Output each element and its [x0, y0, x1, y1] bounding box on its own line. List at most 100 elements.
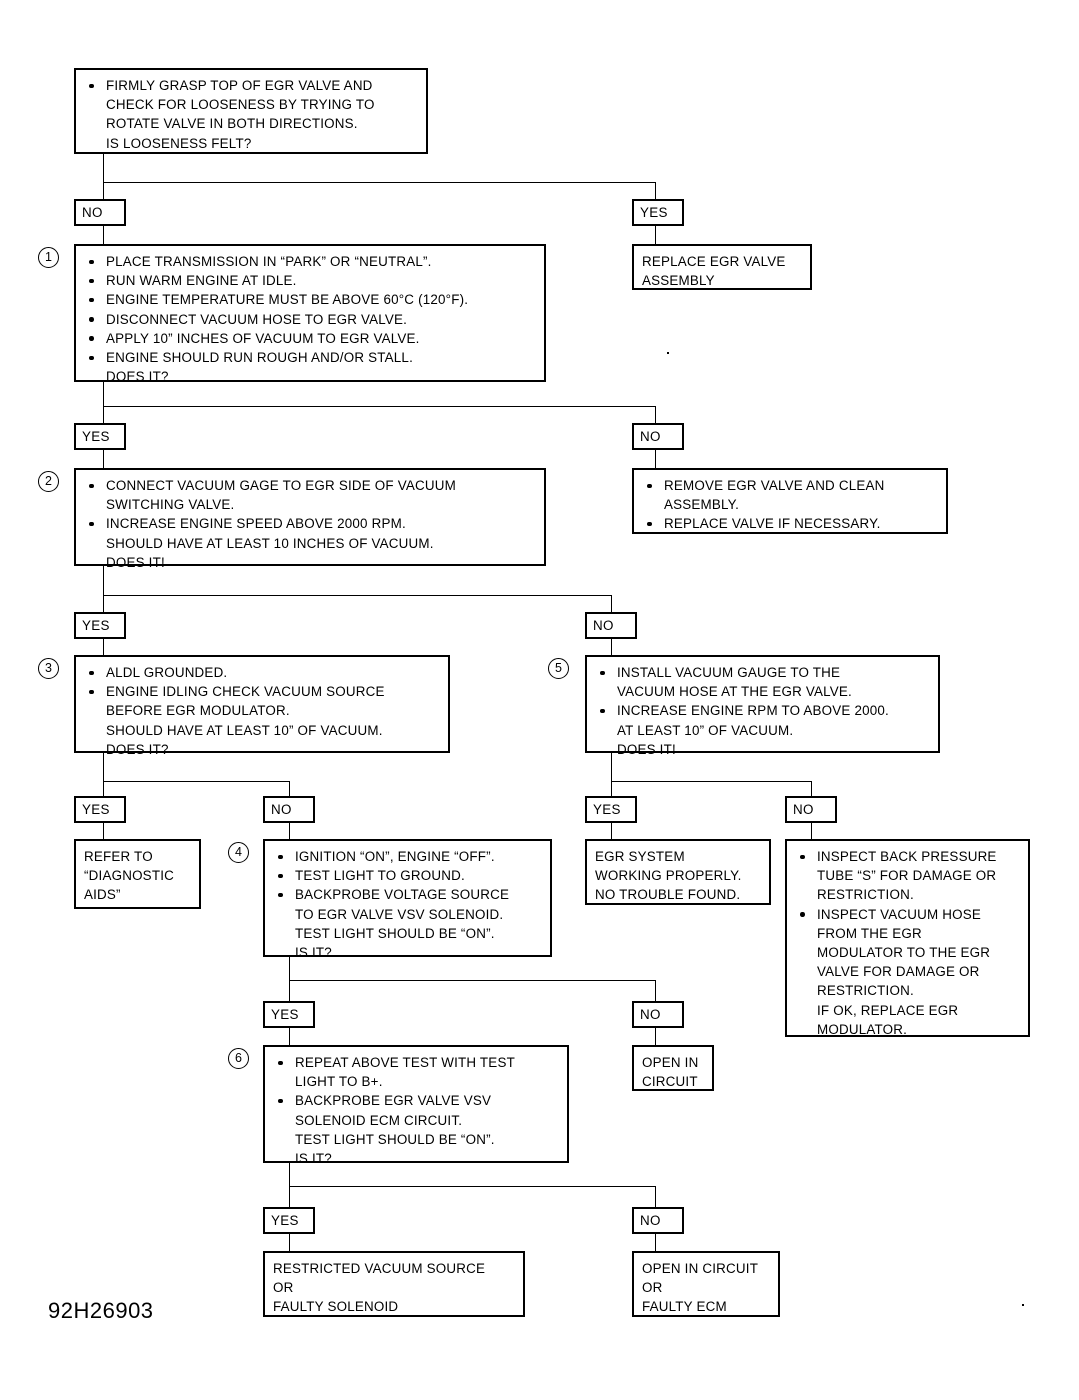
- egr-ok-line-1: EGR SYSTEM: [595, 849, 685, 864]
- inspect-tube-bullets: INSPECT BACK PRESSURE TUBE “S” FOR DAMAG…: [795, 847, 1020, 1039]
- connector-step2-to-no: [611, 595, 612, 613]
- label-step3-yes: YES: [74, 796, 126, 823]
- label-start-yes: YES: [632, 199, 684, 226]
- refer-aids-line-3: AIDS”: [84, 887, 121, 903]
- label-step6-no: NO: [632, 1207, 684, 1234]
- step5-b2-l2: AT LEAST 10” OF VACUUM.: [617, 722, 794, 738]
- step1-bullet-1: PLACE TRANSMISSION IN “PARK” OR “NEUTRAL…: [84, 252, 536, 271]
- step4-b3-l3: TEST LIGHT SHOULD BE “ON”.: [295, 925, 495, 941]
- start-bullets: FIRMLY GRASP TOP OF EGR VALVE AND CHECK …: [84, 76, 418, 153]
- step-number-4: 4: [228, 842, 249, 863]
- node-step-6: REPEAT ABOVE TEST WITH TEST LIGHT TO B+.…: [263, 1045, 569, 1166]
- step1-tail-1: DOES IT?: [106, 369, 169, 385]
- connector-step5yes-to-egrok: [611, 823, 612, 839]
- scan-speck: [1022, 1304, 1024, 1306]
- step2-b1-l1: CONNECT VACUUM GAGE TO EGR SIDE OF VACUU…: [84, 476, 536, 495]
- open-ecm-line-2: OR: [642, 1280, 663, 1296]
- step4-b3-l1: BACKPROBE VOLTAGE SOURCE: [273, 885, 542, 904]
- step4-b3-l2: TO EGR VALVE VSV SOLENOID.: [295, 906, 504, 922]
- step3-bullets: ALDL GROUNDED. ENGINE IDLING CHECK VACUU…: [84, 663, 440, 759]
- label-text: YES: [271, 1007, 299, 1022]
- replace-valve-line-1: REPLACE EGR VALVE: [642, 254, 786, 269]
- step4-b2-l1: TEST LIGHT TO GROUND.: [273, 866, 542, 885]
- connector-step3-split: [103, 781, 289, 782]
- node-restricted-vacuum: RESTRICTED VACUUM SOURCE OR FAULTY SOLEN…: [263, 1251, 525, 1317]
- label-step4-no: NO: [632, 1001, 684, 1028]
- open-ecm-text: OPEN IN CIRCUIT OR FAULTY ECM: [642, 1259, 770, 1317]
- step4-b3-l4: IS IT?: [295, 945, 332, 961]
- step5-bullets: INSTALL VACUUM GAUGE TO THE VACUUM HOSE …: [595, 663, 930, 759]
- start-line-3: ROTATE VALVE IN BOTH DIRECTIONS.: [106, 116, 358, 132]
- step1-bullet-6: ENGINE SHOULD RUN ROUGH AND/OR STALL.: [84, 348, 536, 367]
- start-line-1: FIRMLY GRASP TOP OF EGR VALVE AND: [84, 76, 418, 95]
- step1-bullet-5: APPLY 10” INCHES OF VACUUM TO EGR VALVE.: [84, 329, 536, 348]
- label-text: YES: [593, 802, 621, 817]
- remove-clean-b1-l2: ASSEMBLY.: [664, 497, 739, 513]
- step6-b2-l1: BACKPROBE EGR VALVE VSV: [273, 1091, 559, 1110]
- label-text: NO: [271, 802, 292, 817]
- step1-bullets: PLACE TRANSMISSION IN “PARK” OR “NEUTRAL…: [84, 252, 536, 386]
- node-refer-aids: REFER TO “DIAGNOSTIC AIDS”: [74, 839, 201, 909]
- step6-b2-l2: SOLENOID ECM CIRCUIT.: [295, 1112, 463, 1128]
- step6-b1-l1: REPEAT ABOVE TEST WITH TEST: [273, 1053, 559, 1072]
- connector-step5-down: [611, 753, 612, 797]
- connector-step1-split: [103, 406, 655, 407]
- refer-aids-line-1: REFER TO: [84, 849, 153, 864]
- label-step1-no: NO: [632, 423, 684, 450]
- label-step2-yes: YES: [74, 612, 126, 639]
- label-text: YES: [82, 429, 110, 444]
- label-text: NO: [82, 205, 103, 220]
- step3-b2-l1: ENGINE IDLING CHECK VACUUM SOURCE: [84, 682, 440, 701]
- connector-no-to-step1: [103, 226, 104, 244]
- label-step4-yes: YES: [263, 1001, 315, 1028]
- step4-bullets: IGNITION “ON”, ENGINE “OFF”. TEST LIGHT …: [273, 847, 542, 962]
- label-step1-yes: YES: [74, 423, 126, 450]
- inspect-b1-l1: INSPECT BACK PRESSURE: [795, 847, 1020, 866]
- step6-b2-l3: TEST LIGHT SHOULD BE “ON”.: [295, 1131, 495, 1147]
- step6-b1-l2: LIGHT TO B+.: [295, 1074, 383, 1090]
- connector-step4-split: [289, 980, 655, 981]
- restricted-vac-text: RESTRICTED VACUUM SOURCE OR FAULTY SOLEN…: [273, 1259, 515, 1317]
- connector-step5no-to-inspect: [811, 823, 812, 839]
- inspect-b2-l4: VALVE FOR DAMAGE OR: [817, 964, 980, 980]
- connector-step5-split: [611, 781, 811, 782]
- restricted-vac-line-2: OR: [273, 1280, 294, 1296]
- connector-step6no-to-openecm: [655, 1234, 656, 1251]
- label-step2-no: NO: [585, 612, 637, 639]
- connector-step6-to-no: [655, 1186, 656, 1207]
- page-code: 92H26903: [48, 1298, 154, 1323]
- connector-step6yes-to-restricted: [289, 1234, 290, 1251]
- replace-valve-text: REPLACE EGR VALVE ASSEMBLY: [642, 252, 802, 290]
- remove-clean-b2-l1: REPLACE VALVE IF NECESSARY.: [642, 514, 938, 533]
- step3-b2-l2: BEFORE EGR MODULATOR.: [106, 703, 290, 719]
- connector-step2yes-to-step3: [103, 639, 104, 655]
- open-ecm-line-3: FAULTY ECM: [642, 1299, 727, 1315]
- restricted-vac-line-3: FAULTY SOLENOID: [273, 1299, 399, 1315]
- label-text: NO: [593, 618, 614, 633]
- node-step-3: ALDL GROUNDED. ENGINE IDLING CHECK VACUU…: [74, 655, 450, 757]
- connector-step6-down: [289, 1163, 290, 1207]
- connector-step2-down: [103, 566, 104, 612]
- connector-step4no-to-open: [655, 1028, 656, 1045]
- step5-b2-l1: INCREASE ENGINE RPM TO ABOVE 2000.: [595, 701, 930, 720]
- connector-step1-down: [103, 382, 104, 424]
- label-text: YES: [82, 802, 110, 817]
- node-step-5: INSTALL VACUUM GAUGE TO THE VACUUM HOSE …: [585, 655, 940, 757]
- step3-b2-l4: DOES IT?: [106, 741, 169, 757]
- step3-b2-l3: SHOULD HAVE AT LEAST 10” OF VACUUM.: [106, 722, 383, 738]
- node-remove-clean: REMOVE EGR VALVE AND CLEAN ASSEMBLY. REP…: [632, 468, 948, 534]
- step6-bullets: REPEAT ABOVE TEST WITH TEST LIGHT TO B+.…: [273, 1053, 559, 1168]
- step1-bullet-2: RUN WARM ENGINE AT IDLE.: [84, 271, 536, 290]
- connector-step2no-to-step5: [611, 639, 612, 655]
- node-start: FIRMLY GRASP TOP OF EGR VALVE AND CHECK …: [74, 68, 428, 154]
- label-text: NO: [793, 802, 814, 817]
- scan-speck: [667, 352, 669, 354]
- label-text: NO: [640, 1007, 661, 1022]
- connector-step4-to-no: [655, 980, 656, 1001]
- connector-step4-down: [289, 957, 290, 1001]
- egr-ok-line-2: WORKING PROPERLY.: [595, 868, 742, 884]
- label-step5-no: NO: [785, 796, 837, 823]
- step5-b1-l2: VACUUM HOSE AT THE EGR VALVE.: [617, 684, 852, 700]
- step6-b2-l4: IS IT?: [295, 1151, 332, 1167]
- step5-b1-l1: INSTALL VACUUM GAUGE TO THE: [595, 663, 930, 682]
